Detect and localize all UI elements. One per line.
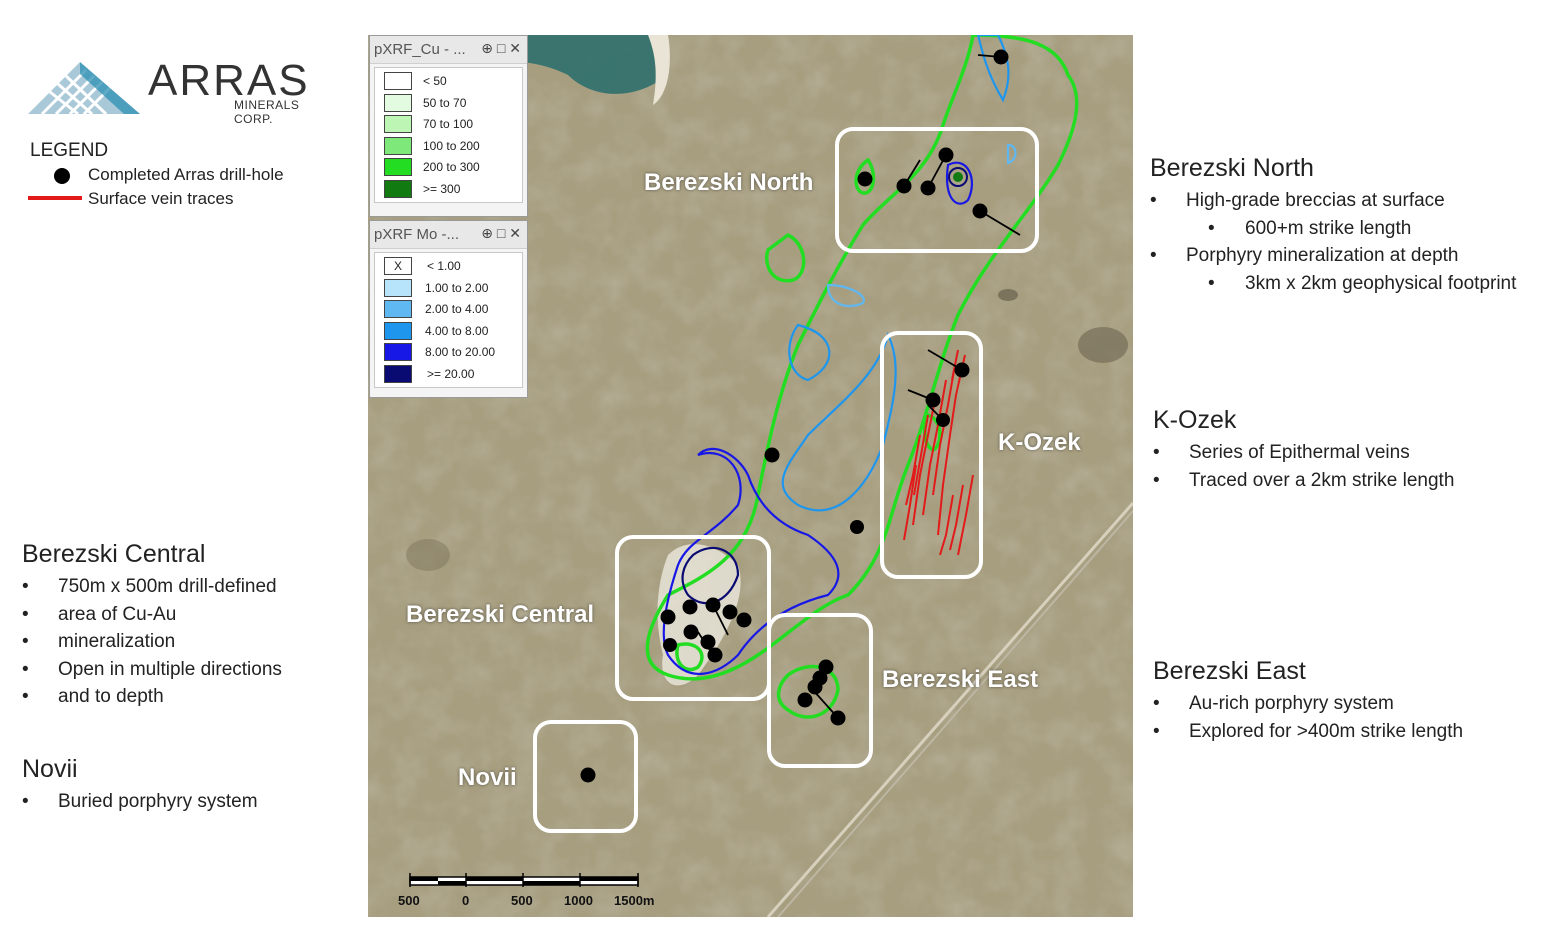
label-novii: Novii (458, 764, 517, 791)
scale-bar: 500 0 500 1000 1500m (398, 873, 658, 917)
scale-tick: 500 (398, 893, 420, 908)
bullet: 750m x 500m drill-defined (22, 573, 282, 601)
label-k-ozek: K-Ozek (998, 429, 1081, 456)
vein-line-icon (28, 196, 82, 200)
logo-subtitle: MINERALS CORP. (234, 98, 300, 126)
block-title: K-Ozek (1153, 406, 1237, 434)
area-box-berezski-central (615, 535, 771, 701)
label-berezski-north: Berezski North (644, 169, 814, 196)
cu-legend-panel[interactable]: pXRF_Cu - ... ⊕ □ ✕ < 50 50 to 70 70 to … (369, 35, 528, 217)
block-berezski-east: Berezski East Au-rich porphyry system Ex… (1153, 657, 1463, 745)
mo-classes: X< 1.00 1.00 to 2.00 2.00 to 4.00 4.00 t… (374, 252, 523, 388)
drill-holes (580, 49, 1021, 783)
sub-bullet: 3km x 2km geophysical footprint (1150, 270, 1516, 298)
mo-class: 2.00 to 4.00 (375, 298, 522, 320)
bullet: High-grade breccias at surface (1150, 187, 1516, 215)
map-canvas (368, 35, 1133, 917)
block-k-ozek: K-Ozek Series of Epithermal veins Traced… (1153, 406, 1454, 494)
block-title: Berezski Central (22, 540, 206, 568)
block-berezski-north: Berezski North High-grade breccias at su… (1150, 154, 1516, 297)
map-legend: LEGEND Completed Arras drill-hole Surfac… (28, 140, 350, 210)
cu-classes: < 50 50 to 70 70 to 100 100 to 200 200 t… (374, 67, 523, 203)
sub-bullet: 600+m strike length (1150, 215, 1516, 243)
drill-hole-dot-icon (54, 168, 70, 184)
cu-class: 200 to 300 (375, 156, 522, 178)
cu-swatch (384, 179, 412, 198)
bullet: Open in multiple directions (22, 656, 282, 684)
panel-window-controls-icon[interactable]: ⊕ □ ✕ (481, 225, 521, 241)
cu-swatch (384, 158, 412, 177)
bullet: Explored for >400m strike length (1153, 718, 1463, 746)
mo-swatch (384, 278, 412, 297)
cu-swatch (384, 136, 412, 155)
block-novii: Novii Buried porphyry system (22, 755, 258, 816)
cu-swatch (384, 115, 412, 134)
scale-tick: 1500m (614, 893, 655, 908)
legend-label-drillhole: Completed Arras drill-hole (88, 165, 284, 184)
cu-class: < 50 (375, 70, 522, 92)
scale-tick: 1000 (564, 893, 593, 908)
cu-panel-header[interactable]: pXRF_Cu - ... ⊕ □ ✕ (370, 36, 527, 64)
cu-swatch (384, 72, 412, 90)
scale-tick: 0 (462, 893, 470, 908)
block-berezski-central: Berezski Central 750m x 500m drill-defin… (22, 540, 282, 711)
area-box-berezski-east (767, 613, 873, 768)
mo-class: 8.00 to 20.00 (375, 341, 522, 363)
bullet-continued: area of Cu-Au (22, 601, 282, 629)
legend-row-drillhole: Completed Arras drill-hole (30, 162, 350, 186)
block-title: Berezski East (1153, 657, 1306, 685)
legend-title: LEGEND (30, 140, 109, 161)
scale-tick: 500 (511, 893, 533, 908)
cu-class: 50 to 70 (375, 92, 522, 114)
bullet: Buried porphyry system (22, 788, 258, 816)
label-berezski-east: Berezski East (882, 666, 1039, 693)
area-box-k-ozek (880, 331, 983, 579)
mo-class: 4.00 to 8.00 (375, 320, 522, 342)
arras-logo-mark-icon (28, 62, 140, 116)
block-title: Berezski North (1150, 154, 1314, 182)
bullet-continued: mineralization (22, 628, 282, 656)
scale-bar-graphic (409, 873, 639, 887)
logo-name: ARRAS (148, 56, 310, 105)
block-title: Novii (22, 755, 78, 783)
arras-logo: ARRAS MINERALS CORP. (28, 56, 328, 126)
bullet: Traced over a 2km strike length (1153, 467, 1454, 495)
mo-legend-panel[interactable]: pXRF Mo -... ⊕ □ ✕ X< 1.00 1.00 to 2.00 … (369, 220, 528, 398)
mo-swatch-x-icon: X (384, 257, 412, 275)
area-box-berezski-north (835, 127, 1039, 253)
legend-row-vein: Surface vein traces (28, 186, 350, 210)
mo-swatch (384, 343, 412, 362)
mo-panel-title: pXRF Mo -... (374, 226, 460, 243)
road (766, 502, 1133, 917)
mo-swatch (384, 321, 412, 340)
mo-swatch (384, 300, 412, 319)
bullet: Series of Epithermal veins (1153, 439, 1454, 467)
salt-flat (648, 35, 670, 105)
panel-window-controls-icon[interactable]: ⊕ □ ✕ (481, 40, 521, 56)
mo-class: X< 1.00 (375, 255, 522, 277)
label-berezski-central: Berezski Central (406, 601, 595, 628)
cu-panel-title: pXRF_Cu - ... (374, 41, 466, 58)
area-box-novii (533, 720, 638, 833)
bullet: Au-rich porphyry system (1153, 690, 1463, 718)
cu-class: 70 to 100 (375, 113, 522, 135)
cu-class: 100 to 200 (375, 135, 522, 157)
mo-panel-header[interactable]: pXRF Mo -... ⊕ □ ✕ (370, 221, 527, 249)
bullet-continued: and to depth (22, 683, 282, 711)
mo-contours (662, 35, 1017, 675)
mo-class: >= 20.00 (375, 363, 522, 385)
mo-class: 1.00 to 2.00 (375, 277, 522, 299)
cu-class: >= 300 (375, 178, 522, 200)
mo-swatch (384, 364, 412, 383)
bullet: Porphyry mineralization at depth (1150, 242, 1516, 270)
cu-swatch (384, 93, 412, 112)
legend-label-vein: Surface vein traces (88, 189, 234, 208)
satellite-map[interactable]: Berezski North K-Ozek Berezski Central B… (368, 35, 1133, 917)
